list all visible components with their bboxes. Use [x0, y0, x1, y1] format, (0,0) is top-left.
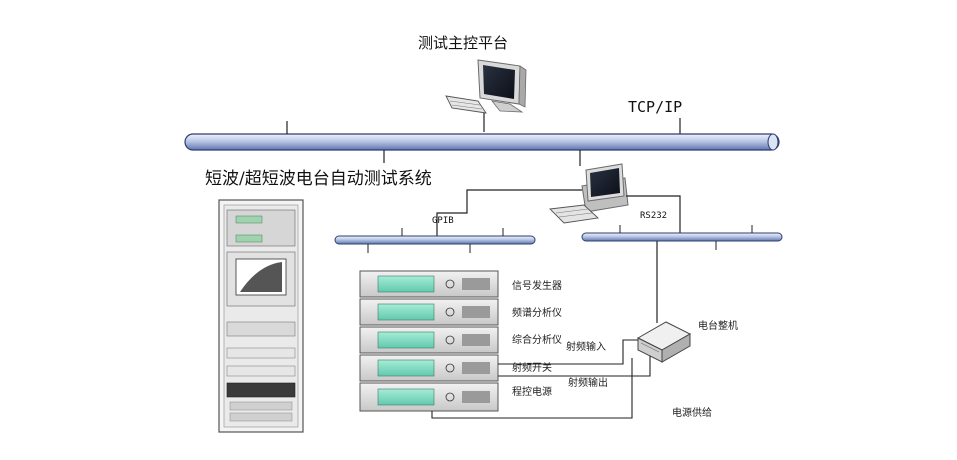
instrument-label: 信号发生器 [512, 279, 562, 292]
master-platform-title: 测试主控平台 [418, 34, 508, 52]
rs232-label: RS232 [640, 211, 667, 221]
gpib-bus [334, 235, 536, 245]
radio-unit-icon [636, 321, 692, 363]
rs232-bus [581, 232, 783, 242]
rf-input-label: 射频输入 [566, 340, 606, 353]
instrument-programmable-power [359, 382, 499, 412]
controller-computer-icon [549, 163, 629, 224]
instrument-comprehensive-analyzer [359, 326, 499, 354]
master-computer-icon [445, 59, 527, 114]
radio-unit-label: 电台整机 [698, 319, 738, 332]
instrument-label: 程控电源 [512, 385, 552, 398]
gpib-label: GPIB [432, 216, 454, 226]
instrument-rf-switch [359, 354, 499, 382]
rf-output-label: 射频输出 [568, 376, 608, 389]
instrument-label: 频谱分析仪 [512, 306, 562, 319]
instrument-signal-generator [359, 270, 499, 298]
instrument-label: 射频开关 [512, 361, 552, 374]
tcpip-bus [184, 133, 780, 151]
power-supply-label: 电源供给 [672, 406, 712, 419]
instrument-spectrum-analyzer [359, 298, 499, 326]
tcpip-label: TCP/IP [628, 98, 682, 116]
instrument-stack [359, 270, 499, 412]
test-rack-cabinet [218, 199, 304, 433]
system-title: 短波/超短波电台自动测试系统 [205, 169, 432, 189]
instrument-label: 综合分析仪 [512, 333, 562, 346]
